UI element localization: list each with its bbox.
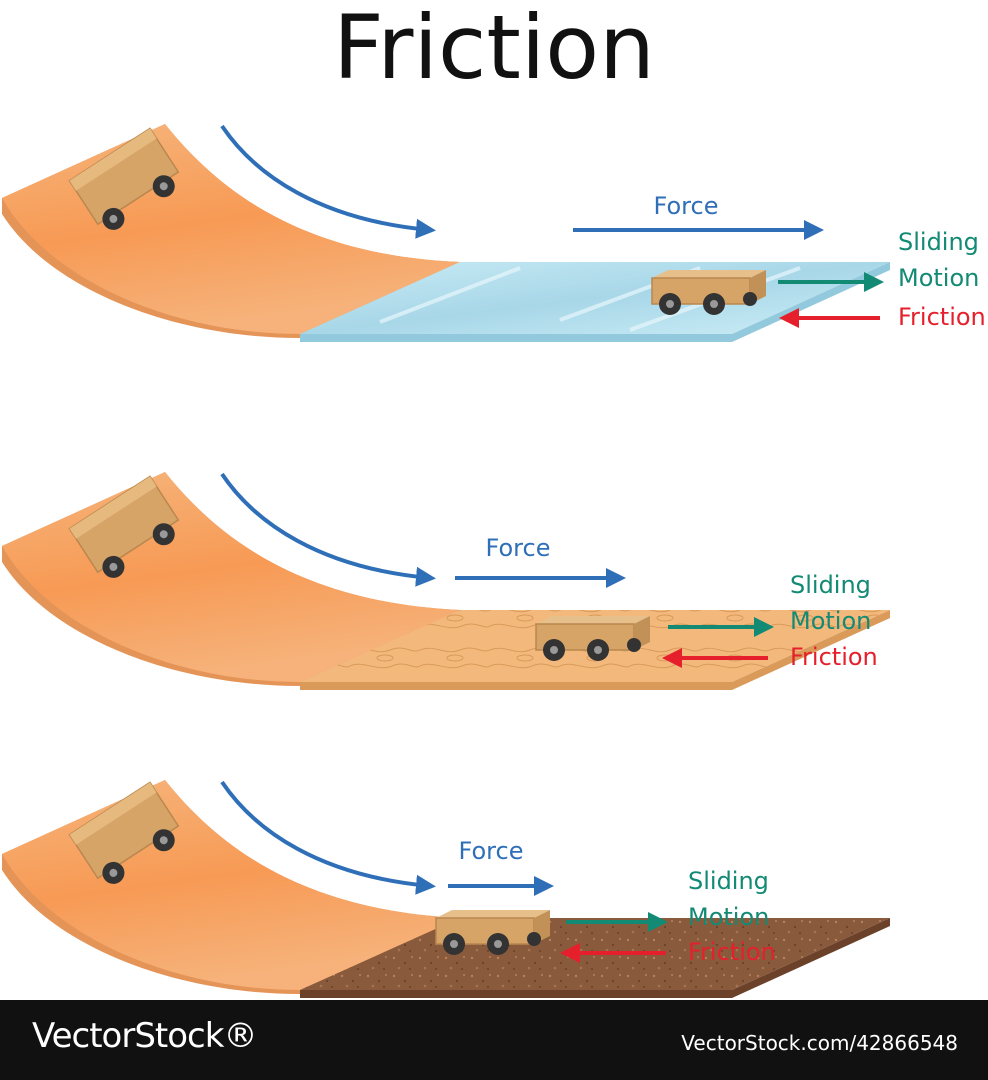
sliding-label: Sliding [688, 867, 769, 895]
wood-edge-front [300, 682, 732, 690]
downhill-arrow [220, 124, 436, 239]
car-sliding [435, 910, 550, 955]
downhill-arrow [220, 780, 436, 895]
car-on-ramp [68, 781, 180, 884]
downhill-arrow [220, 472, 436, 587]
footer-brand-logo: VectorStock® [32, 1016, 257, 1056]
car-sliding [535, 616, 650, 661]
sliding-label: Sliding [898, 228, 979, 256]
motion-label: Motion [688, 903, 769, 931]
footer-bar: VectorStock® VectorStock.com/42866548 [0, 1000, 988, 1080]
friction-label: Friction [898, 303, 986, 331]
panel-wood: Force Sliding Motion Friction [2, 472, 890, 690]
panel-dirt: Force Sliding Motion Friction [2, 780, 890, 998]
page-title: Friction [333, 0, 655, 99]
motion-label: Motion [790, 607, 871, 635]
friction-label: Friction [790, 643, 878, 671]
dirt-edge-front [300, 990, 732, 998]
force-label: Force [654, 192, 719, 220]
friction-label: Friction [688, 938, 776, 966]
sliding-label: Sliding [790, 571, 871, 599]
force-label: Force [486, 534, 551, 562]
car-sliding [651, 270, 766, 315]
car-on-ramp [68, 475, 180, 578]
wood-edge-side [732, 610, 890, 690]
ice-edge-front [300, 334, 732, 342]
panel-ice: Force Sliding Motion Friction [2, 124, 986, 342]
dirt-edge-side [732, 918, 890, 998]
footer-image-id: VectorStock.com/42866548 [681, 1031, 958, 1055]
force-label: Force [459, 837, 524, 865]
car-on-ramp [68, 127, 180, 230]
motion-label: Motion [898, 264, 979, 292]
